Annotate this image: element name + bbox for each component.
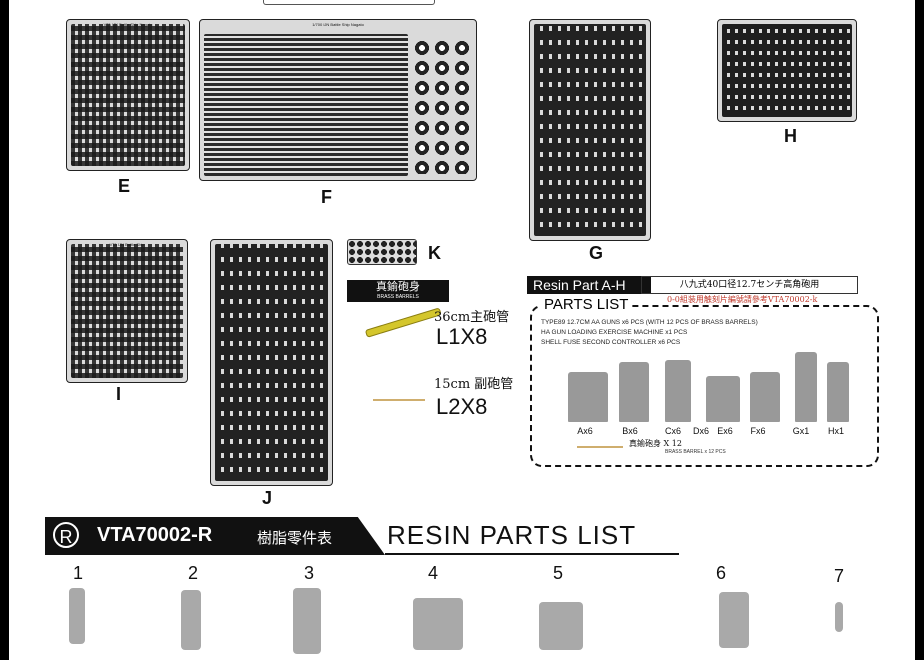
main-gun-barrel: [364, 307, 442, 338]
figure-label-f: Fx6: [750, 426, 766, 436]
figure-label-c: Cx6: [664, 426, 681, 436]
part-number-3: 3: [303, 563, 314, 583]
description-line-1: TYPE89 12.7CM AA GUNS x6 PCS (WITH 12 PC…: [541, 319, 758, 326]
resin-part-5: [539, 602, 583, 650]
resin-figure-g: [827, 362, 849, 422]
resin-part-4: [413, 598, 463, 650]
resin-figure-b: [619, 362, 649, 422]
instruction-sheet: VTA IJN Battle Ship Nagato E 1/700 IJN B…: [9, 0, 915, 660]
resin-panel-header: Resin Part A-H: [527, 276, 651, 294]
brass-barrels-tag: 真鍮砲身 BRASS BARRELS: [347, 280, 449, 302]
part-number-1: 1: [72, 563, 83, 583]
figure-label-e: Ex6: [717, 426, 733, 436]
sheet-j: [210, 239, 333, 486]
sheet-f: 1/700 IJN Battle Ship Nagato: [199, 19, 477, 181]
barrel-size-2: 15cm 副砲管: [434, 377, 514, 392]
sheet-h-label: H: [784, 126, 797, 146]
sheet-g-label: G: [589, 243, 604, 263]
resin-part-6: [719, 592, 749, 648]
part-number-5: 5: [552, 563, 563, 583]
resin-figure-a: [568, 372, 608, 422]
resin-part-7: [835, 602, 843, 632]
sheet-f-rings: [412, 38, 470, 174]
banner-title: RESIN PARTS LIST: [387, 520, 637, 550]
parts-list-title: PARTS LIST: [540, 296, 633, 313]
barrel-size-1: 36cm主砲管: [434, 310, 510, 325]
brass-barrel-count-sub: BRASS BARREL x 12 PCS: [665, 449, 726, 455]
brass-barrels-tag-en: BRASS BARRELS: [377, 294, 419, 300]
resin-circle-icon: R: [53, 522, 79, 548]
sheet-e: VTA IJN Battle Ship Nagato: [66, 19, 190, 171]
figure-label-d: Dx6: [692, 426, 709, 436]
sheet-f-title: 1/700 IJN Battle Ship Nagato: [312, 22, 364, 27]
part-number-6: 6: [715, 563, 726, 583]
sheet-h: [717, 19, 857, 122]
banner-dark-block: [45, 517, 385, 555]
description-line-2: HA GUN LOADING EXERCISE MACHINE x1 PCS: [541, 329, 688, 336]
barrel-qty-2: L2X8: [436, 394, 488, 419]
resin-figure-c: [665, 360, 691, 422]
sheet-k-label: K: [428, 243, 441, 263]
sheet-e-title: VTA IJN Battle Ship Nagato: [103, 22, 153, 27]
part-number-2: 2: [187, 563, 198, 583]
figure-label-h: Hx1: [827, 426, 844, 436]
banner-rule: [385, 553, 679, 555]
description-line-3: SHELL FUSE SECOND CONTROLLER x6 PCS: [541, 339, 681, 346]
banner-jp: 樹脂零件表: [257, 529, 333, 547]
sheet-k: [347, 239, 417, 265]
brass-barrels-tag-jp: 真鍮砲身: [376, 280, 420, 293]
resin-figure-e: [750, 372, 780, 422]
secondary-gun-barrel: [373, 399, 425, 401]
sheet-g: [529, 19, 651, 241]
part-number-4: 4: [427, 563, 438, 583]
sheet-i: VTA IJN Battle Ship: [66, 239, 188, 383]
sheet-i-label: I: [116, 384, 122, 404]
resin-panel-header-jp: 八九式40口径12.7センチ高角砲用: [641, 276, 858, 294]
sheet-j-label: J: [262, 488, 273, 508]
resin-panel-note: 0-0組装用触刻片編號請參考VTA70002-k: [667, 295, 818, 304]
parts-list-description: TYPE89 12.7CM AA GUNS x6 PCS (WITH 12 PC…: [541, 318, 758, 348]
brass-barrel-line: [577, 446, 623, 448]
figure-label-g: Gx1: [792, 426, 810, 436]
top-frame-edge: [263, 0, 435, 5]
barrel-qty-1: L1X8: [436, 324, 488, 349]
parts-list-box: [530, 305, 879, 467]
sheet-e-label: E: [118, 176, 131, 196]
part-number-7: 7: [833, 566, 844, 586]
figure-label-a: Ax6: [577, 426, 593, 436]
brass-barrel-count: 真鍮砲身 X 12: [629, 439, 682, 448]
resin-part-1: [69, 588, 85, 644]
resin-part-3: [293, 588, 321, 654]
figure-label-b: Bx6: [622, 426, 638, 436]
sheet-f-label: F: [321, 187, 332, 207]
resin-part-2: [181, 590, 201, 650]
resin-figure-d: [706, 376, 740, 422]
resin-figure-f: [795, 352, 817, 422]
sheet-i-title: VTA IJN Battle Ship: [109, 242, 145, 247]
banner-code: VTA70002-R: [97, 524, 213, 546]
resin-parts-banner: R VTA70002-R 樹脂零件表 RESIN PARTS LIST: [9, 517, 915, 555]
